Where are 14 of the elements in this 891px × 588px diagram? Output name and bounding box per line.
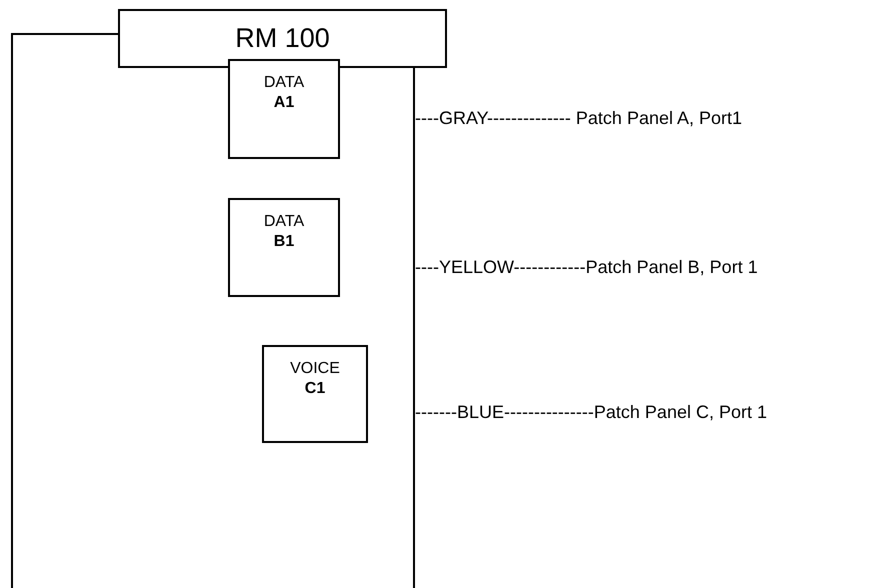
cable-run-label: ----GRAY-------------- Patch Panel A, Port1: [415, 108, 742, 129]
room-name: RM 100: [234, 23, 331, 53]
jack-id: A1: [272, 93, 296, 113]
jack-type: VOICE: [289, 359, 341, 379]
wall-jack-box: [228, 198, 340, 297]
cable-run-label: -------BLUE---------------Patch Panel C, Port 1: [415, 402, 767, 423]
jack-type: DATA: [262, 73, 306, 93]
room-name-box: [118, 9, 447, 68]
wall-jack-box: [262, 345, 368, 443]
jack-id: B1: [272, 232, 296, 252]
jack-id: C1: [304, 379, 326, 399]
jack-type: DATA: [262, 212, 306, 232]
wall-jack-box: [228, 59, 340, 159]
cable-run-label: ----YELLOW------------Patch Panel B, Port 1: [415, 257, 758, 278]
